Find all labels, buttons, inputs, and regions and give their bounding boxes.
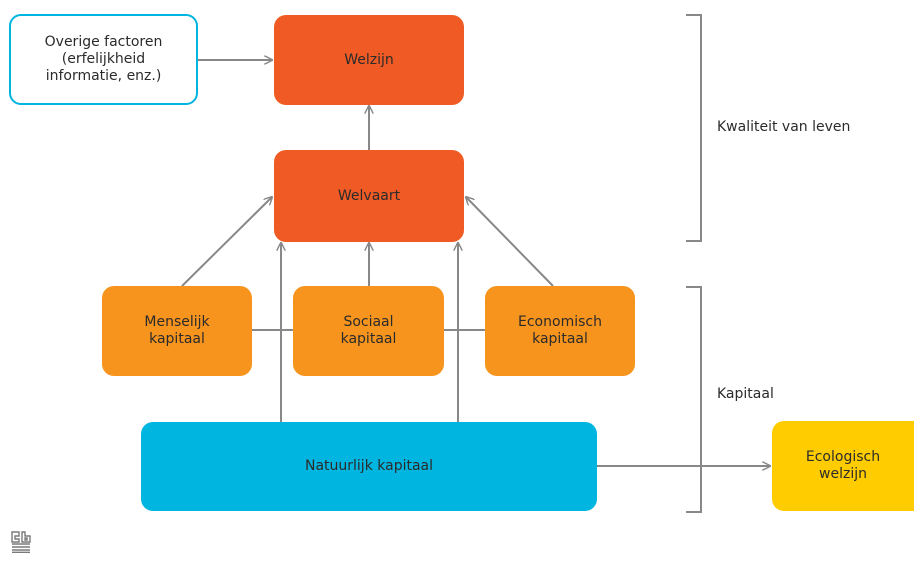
bracket-kapitaal (686, 286, 702, 513)
node-welzijn: Welzijn (274, 15, 464, 105)
node-welvaart: Welvaart (274, 150, 464, 242)
node-overige-factoren: Overige factoren (erfelijkheid informati… (9, 14, 198, 105)
node-natuurlijk-kapitaal: Natuurlijk kapitaal (141, 422, 597, 511)
bracket-kwaliteit (686, 14, 702, 242)
group-label-kapitaal: Kapitaal (717, 386, 774, 402)
arrow-menselijk-to-welvaart (181, 197, 272, 287)
node-ecologisch-welzijn: Ecologisch welzijn (772, 421, 914, 511)
node-menselijk-kapitaal: Menselijk kapitaal (102, 286, 252, 376)
arrow-economisch-to-welvaart (466, 197, 554, 287)
cbs-logo-icon (11, 531, 31, 553)
group-label-kwaliteit-van-leven: Kwaliteit van leven (717, 119, 851, 135)
node-sociaal-kapitaal: Sociaal kapitaal (293, 286, 444, 376)
node-economisch-kapitaal: Economisch kapitaal (485, 286, 635, 376)
